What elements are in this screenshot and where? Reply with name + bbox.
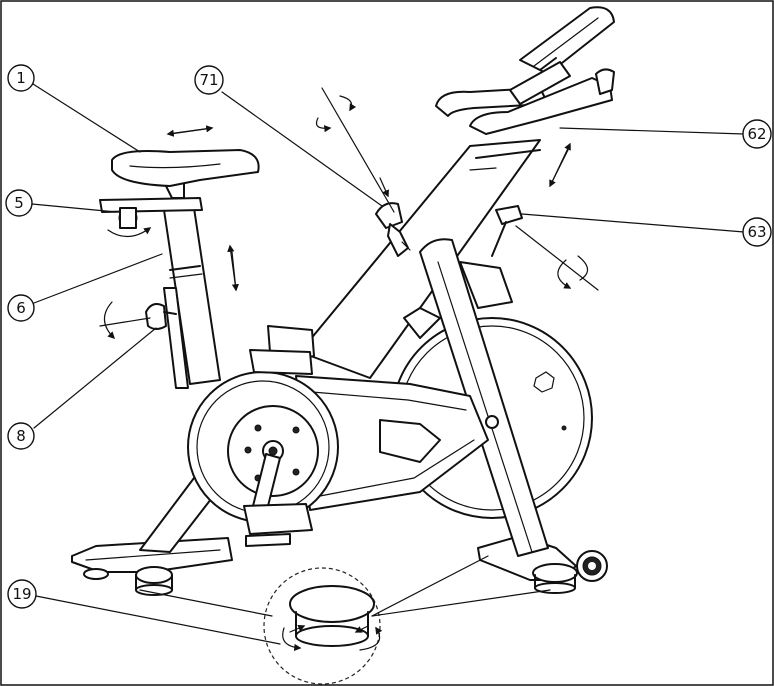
motion-arrows (99, 87, 599, 340)
rotate-arrow-icon (282, 627, 302, 652)
chain-guard (187, 325, 489, 547)
rear-leveler-left (83, 568, 109, 580)
pedal (243, 503, 313, 535)
rotate-arrow-icon (557, 259, 572, 289)
callout-label-63: 63 (747, 223, 766, 241)
rear-leveler-right (135, 566, 173, 584)
callout-19: 19 (7, 579, 37, 609)
callout-8: 8 (7, 422, 35, 450)
seat-post (99, 149, 260, 389)
callout-62: 62 (742, 119, 772, 149)
callout-label-71: 71 (199, 71, 218, 89)
callout-63: 63 (742, 217, 772, 247)
callout-label-8: 8 (16, 427, 26, 445)
seat-slider (99, 197, 203, 213)
callout-5: 5 (5, 189, 33, 217)
rotate-arrow-icon (315, 117, 332, 133)
callout-label-5: 5 (14, 194, 24, 212)
resistance-knob (375, 202, 411, 257)
callout-label-6: 6 (16, 299, 26, 317)
callout-6: 6 (7, 294, 35, 322)
handlebar-adjust-lever (495, 205, 523, 225)
handlebar (435, 6, 615, 257)
callout-label-19: 19 (12, 585, 31, 603)
seat-post-knob (145, 303, 167, 330)
front-leveler (532, 563, 578, 583)
saddle (111, 149, 260, 187)
rear-stabilizer (71, 537, 233, 596)
rotate-arrow-icon (103, 301, 116, 340)
leveler-detail-circle (263, 567, 383, 685)
callout-71: 71 (194, 65, 224, 95)
flywheel-logo-icon (533, 371, 555, 393)
callout-1: 1 (7, 64, 35, 92)
leader-lines (31, 83, 745, 645)
callout-label-62: 62 (747, 125, 766, 143)
front-stabilizer (477, 535, 608, 594)
rotate-arrow-icon (107, 227, 152, 238)
callout-label-1: 1 (16, 69, 26, 87)
